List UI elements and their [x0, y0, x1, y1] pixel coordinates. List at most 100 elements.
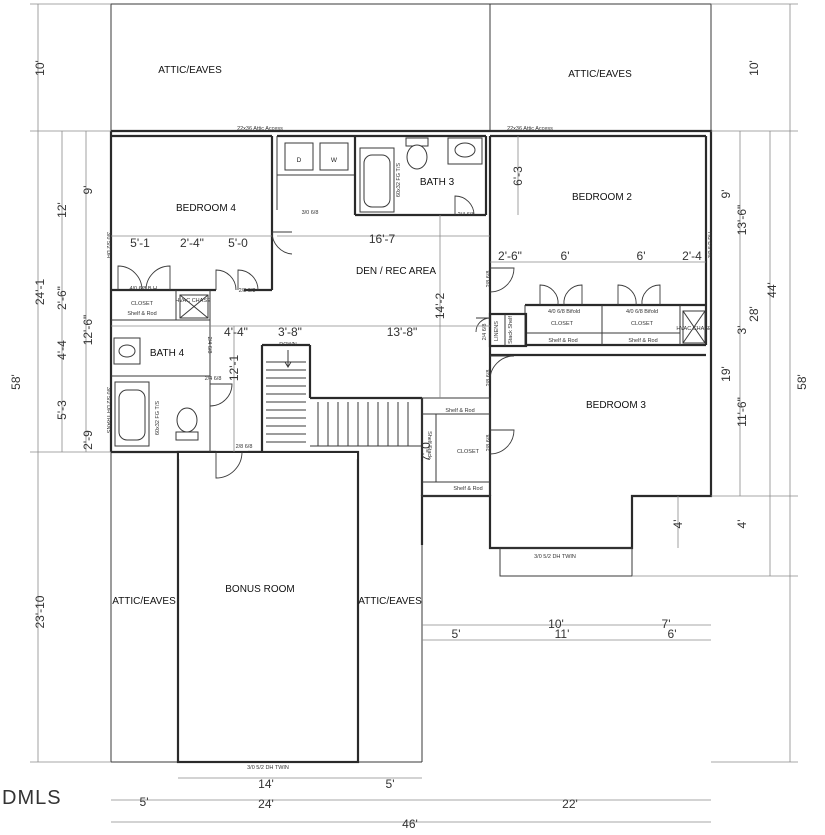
- dim-right-9: 9': [719, 190, 733, 199]
- bifold1-label: 4/0 6/8 Bifold: [548, 309, 580, 315]
- shelf-b4-label: Shelf & Rod: [127, 311, 156, 317]
- dim-bottom-22: 22': [562, 797, 578, 811]
- door-286-den1-label: 2/8 6/8: [486, 271, 492, 288]
- dryer-label: D: [297, 157, 302, 164]
- door-246-bath4-label: 2/4 6/8: [205, 376, 222, 382]
- b3-closet-box: [421, 397, 491, 497]
- dim-right-19: 19': [719, 366, 733, 382]
- dim-den-4-4: 4'-4": [224, 325, 248, 339]
- window-b4-label: 3/0 5/2 DH: [105, 232, 111, 258]
- dim-right-4: 4': [735, 520, 749, 529]
- dim-left-12-6: 12'-6": [81, 315, 95, 346]
- linens-label: LINENS: [494, 321, 500, 341]
- dim-b4-5-1: 5'-1: [130, 236, 150, 250]
- dim-bottom-7: 7': [662, 617, 671, 631]
- dim-left-23-10: 23'-10: [33, 595, 47, 628]
- closet-b3-label: CLOSET: [457, 449, 480, 455]
- dim-b3-7-0: 7'-0: [419, 442, 433, 462]
- door-246-linen-label: 2/4 6/8: [482, 324, 488, 341]
- dim-b3-4: 4': [671, 520, 685, 529]
- dimension-lines: [30, 3, 798, 823]
- dim-bottom-14: 14': [258, 777, 274, 791]
- dim-bottom-10: 10': [548, 617, 564, 631]
- door-286-den3-label: 2/8 6/8: [486, 435, 492, 452]
- dim-bottom-5c: 5': [140, 795, 149, 809]
- bonus-room-walls: [176, 450, 360, 764]
- dim-left-2-9: 2'-9: [81, 430, 95, 450]
- dim-b2-6a: 6': [561, 249, 570, 263]
- doors: [117, 195, 661, 479]
- dim-bath3-6-3: 6'-3: [511, 166, 525, 186]
- closet-b2a-label: CLOSET: [551, 321, 574, 327]
- den-label: DEN / REC AREA: [356, 266, 436, 277]
- dim-left-10: 10': [33, 60, 47, 76]
- b3-bay-outline: [499, 547, 633, 577]
- door-286-bath4-label: 2/8 6/8: [236, 444, 253, 450]
- dim-bottom-46: 46': [402, 817, 418, 831]
- shelf-stack-b3-label: Shelf Stack: [426, 431, 432, 459]
- dim-right-11-6: 11'-6": [735, 397, 749, 427]
- washer-label: W: [331, 157, 338, 164]
- dim-bottom-24: 24': [258, 797, 274, 811]
- dim-left-4-4: 4'-4: [55, 340, 69, 360]
- dim-bottom-5b: 5': [386, 777, 395, 791]
- bonus-room-label: BONUS ROOM: [225, 584, 294, 595]
- shelf-b2b-label: Shelf & Rod: [628, 338, 657, 344]
- dim-right-13-6: 13'-6": [735, 205, 749, 236]
- bath4-label: BATH 4: [150, 348, 185, 359]
- door-246-bath3-label: 2/4 6/8: [458, 212, 475, 218]
- dim-right-58: 58': [795, 374, 809, 390]
- dim-bath4-12-1: 12'-1: [227, 355, 241, 382]
- dim-right-28: 28': [747, 306, 761, 322]
- bedroom2-label: BEDROOM 2: [572, 192, 632, 203]
- door-286-b4-label: 2/8 6/8: [239, 288, 256, 294]
- attic-access-right: 22x36 Attic Access: [507, 126, 553, 132]
- closet-b2b-label: CLOSET: [631, 321, 654, 327]
- dim-b2-2-6: 2'-6": [498, 249, 522, 263]
- attic-top-right-label: ATTIC/EAVES: [568, 69, 632, 80]
- dim-left-58: 58': [9, 374, 23, 390]
- dim-right-10: 10': [747, 60, 761, 76]
- dmls-logo: DMLS: [2, 787, 62, 809]
- hvac-left-label: HVAC CHASE: [175, 298, 211, 304]
- attic-right-label: ATTIC/EAVES: [358, 596, 422, 607]
- stairs: [266, 350, 422, 447]
- bedroom3-label: BEDROOM 3: [586, 400, 646, 411]
- door-286-den2-label: 2/8 6/8: [486, 370, 492, 387]
- bonus-room-opening: [179, 453, 357, 459]
- hvac-right-label: HVAC CHASE: [676, 326, 712, 332]
- tub-bath4-label: 60x32 FG T/S: [155, 401, 161, 435]
- dim-left-12: 12': [55, 202, 69, 218]
- window-bath4-label: 3/0 5/2 DH TRANS: [105, 387, 111, 434]
- dim-bottom-6: 6': [668, 627, 677, 641]
- dim-b2-2-4: 2'-4: [682, 249, 702, 263]
- shelf-b3-top-label: Shelf & Rod: [445, 408, 474, 414]
- shelf-b3-bot-label: Shelf & Rod: [453, 486, 482, 492]
- fixtures: [113, 137, 706, 447]
- shelf-b2a-label: Shelf & Rod: [548, 338, 577, 344]
- dim-b4-2-4: 2'-4": [180, 236, 204, 250]
- dim-den-14-2: 14'-2: [433, 293, 447, 320]
- attic-top-left-label: ATTIC/EAVES: [158, 65, 222, 76]
- dim-right-3: 3': [735, 326, 749, 335]
- bedroom4-label: BEDROOM 4: [176, 203, 236, 214]
- dim-left-5-3: 5'-3: [55, 400, 69, 420]
- attic-access-left: 22x36 Attic Access: [237, 126, 283, 132]
- dim-den-16-7: 16'-7: [369, 232, 396, 246]
- dim-left-2-6: 2'-6": [55, 286, 69, 310]
- attic-left-label: ATTIC/EAVES: [112, 596, 176, 607]
- bifold2-label: 4/0 6/8 Bifold: [626, 309, 658, 315]
- dim-left-9: 9': [81, 186, 95, 195]
- door-248-label: 2/4 6/8: [206, 337, 212, 354]
- dim-left-24-1: 24'-1: [33, 279, 47, 306]
- dim-den-3-8: 3'-8": [278, 325, 302, 339]
- bath3-label: BATH 3: [420, 177, 455, 188]
- dim-b2-6b: 6': [637, 249, 646, 263]
- dim-bottom-5a: 5': [452, 627, 461, 641]
- stack-shelf-label: Stack Shelf: [508, 316, 514, 344]
- dim-bottom-11: 11': [555, 627, 570, 641]
- dim-den-13-8: 13'-8": [387, 325, 418, 339]
- linens-closet: [488, 312, 528, 348]
